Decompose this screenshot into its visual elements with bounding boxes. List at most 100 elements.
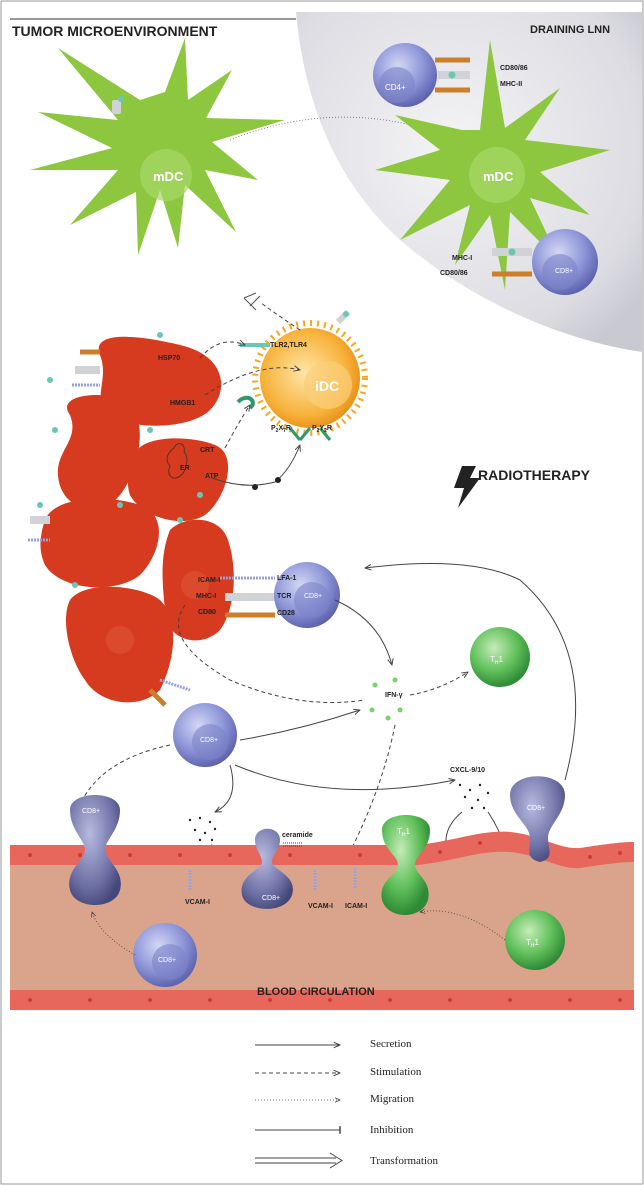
lightning-icon xyxy=(454,466,480,508)
ifn-to-th1 xyxy=(409,672,468,696)
cd80-86-lnn-label: CD80/86 xyxy=(440,270,468,277)
cd8-extravasating-right: CD8+ xyxy=(510,776,565,862)
draining-lnn-title: DRAINING LNN xyxy=(530,24,610,36)
idc-label: iDC xyxy=(315,378,339,394)
cd8-lower-cell: CD8+ xyxy=(173,703,237,767)
cxcl-right-dots xyxy=(458,783,490,810)
p2x7-p: P xyxy=(271,425,276,432)
idc-cell: iDC xyxy=(236,309,368,441)
th1-ext-1: 1 xyxy=(406,827,411,836)
th1-ext-t: T xyxy=(397,827,402,836)
th1-circulating: TH1 xyxy=(505,910,565,970)
transformation-arrow xyxy=(243,292,261,311)
hsp70-label: HSP70 xyxy=(158,355,180,362)
migration-arrow-mdc xyxy=(229,116,430,141)
cd80-86-top-label: CD80/86 xyxy=(500,65,528,72)
mdc-tumor: mDC xyxy=(30,38,285,255)
p2x7-r: R xyxy=(286,425,291,432)
tcr-label: TCR xyxy=(277,593,291,600)
cd8-lnn-label: CD8+ xyxy=(555,268,573,275)
cd8-effector-cell: CD8+ xyxy=(274,562,340,628)
legend-secretion-label: Secretion xyxy=(370,1038,412,1050)
cd8-effector-label: CD8+ xyxy=(304,593,322,600)
p2x7-sub: 2 xyxy=(276,428,279,434)
vcam-left-label: VCAM-I xyxy=(185,899,210,906)
cd8-circulating: CD8+ xyxy=(133,923,197,987)
vcam-mid-label: VCAM-I xyxy=(308,903,333,910)
tumor-to-ifn xyxy=(177,604,366,703)
p2y2r-label: P2Y2R xyxy=(312,425,332,434)
th1-circ-t: T xyxy=(526,938,531,947)
cd8-lower-to-cxcl-right xyxy=(234,764,455,791)
tumor-microenvironment-title: TUMOR MICROENVIRONMENT xyxy=(12,23,218,39)
p2y2-sub: 2 xyxy=(317,428,320,434)
th1-top-h: H xyxy=(495,660,499,666)
legend-stimulation: Stimulation xyxy=(255,1066,422,1078)
stim-crt-idc xyxy=(224,405,250,449)
vessel-cd8-return xyxy=(365,563,577,781)
th1-circ-label: TH1 xyxy=(526,938,540,949)
radiotherapy-label: RADIOTHERAPY xyxy=(478,467,591,483)
cd28-label: CD28 xyxy=(277,610,295,617)
legend-migration: Migration xyxy=(255,1093,414,1105)
atp-path xyxy=(211,445,300,486)
cd8-lower-to-ifn xyxy=(239,710,360,741)
p2x7-x: X xyxy=(278,425,283,432)
cd8-ext-left-label: CD8+ xyxy=(82,808,100,815)
th1-ext-h: H xyxy=(402,832,406,838)
atp-label: ATP xyxy=(205,473,219,480)
ceramide-label: ceramide xyxy=(282,832,313,839)
mdc-lnn: mDC xyxy=(375,40,610,290)
cd8-ext-right-label: CD8+ xyxy=(527,805,545,812)
cxcl-right-label: CXCL-9/10 xyxy=(450,767,485,774)
th1-top-t: T xyxy=(490,655,495,664)
th1-top-1: 1 xyxy=(499,655,504,664)
th1-circ-1: 1 xyxy=(535,938,540,947)
mhc-i-tumor-label: MHC-I xyxy=(196,593,216,600)
cd8-ext-mid-label: CD8+ xyxy=(262,895,280,902)
mdc-tumor-label: mDC xyxy=(153,169,184,184)
crt-label: CRT xyxy=(200,447,215,454)
legend: Secretion Stimulation Migration Inhibiti… xyxy=(255,1038,439,1169)
th1-circ-h: H xyxy=(531,943,535,949)
legend-transformation: Transformation xyxy=(255,1152,439,1169)
legend-inhibition-label: Inhibition xyxy=(370,1124,414,1136)
mhc-i-lnn-label: MHC-I xyxy=(452,255,472,262)
p2y2-sub2: 2 xyxy=(324,428,327,434)
legend-secretion: Secretion xyxy=(255,1038,412,1050)
damp-dots xyxy=(37,332,203,588)
th1-cell-top: TH1 xyxy=(470,627,530,687)
cd8-lnn-cell: CD8+ xyxy=(492,229,598,295)
icam-label: ICAM-I xyxy=(198,577,220,584)
mhc-ii-label: MHC-II xyxy=(500,81,522,88)
th1-top-label: TH1 xyxy=(490,655,504,666)
blood-circulation-label: BLOOD CIRCULATION xyxy=(257,986,375,998)
lfa-label: LFA-1 xyxy=(277,575,297,582)
cd8-lower-label: CD8+ xyxy=(200,737,218,744)
cd4-cell: CD4+ xyxy=(373,43,470,107)
ifn-dots xyxy=(369,677,403,721)
ifn-label: IFN-γ xyxy=(385,692,403,699)
ifn-to-vessel xyxy=(331,724,396,883)
cd8-lower-to-vessel-cd8 xyxy=(80,744,171,805)
p2y2-p: P xyxy=(312,425,317,432)
th1-extravasating: TH1 xyxy=(381,815,430,915)
cd8-circ-arrow xyxy=(92,912,136,956)
cd80-label: CD80 xyxy=(198,609,216,616)
idc-to-mdc-stim xyxy=(259,301,301,331)
cd4-label: CD4+ xyxy=(385,83,406,92)
p2x7r-label: P2X7R xyxy=(271,425,291,434)
th1-ext-label: TH1 xyxy=(397,827,411,838)
icam-vessel-label: ICAM-I xyxy=(345,903,367,910)
legend-transformation-label: Transformation xyxy=(370,1155,439,1167)
legend-migration-label: Migration xyxy=(370,1093,414,1105)
tlr-label: TLR2,TLR4 xyxy=(270,342,307,349)
tumor-surface-receptors xyxy=(28,349,275,707)
cd8-circulating-label: CD8+ xyxy=(158,957,176,964)
p2y2-y: Y xyxy=(319,425,324,432)
legend-inhibition: Inhibition xyxy=(255,1124,414,1136)
mdc-lnn-label: mDC xyxy=(483,169,514,184)
cd8-to-ifn xyxy=(334,599,392,665)
